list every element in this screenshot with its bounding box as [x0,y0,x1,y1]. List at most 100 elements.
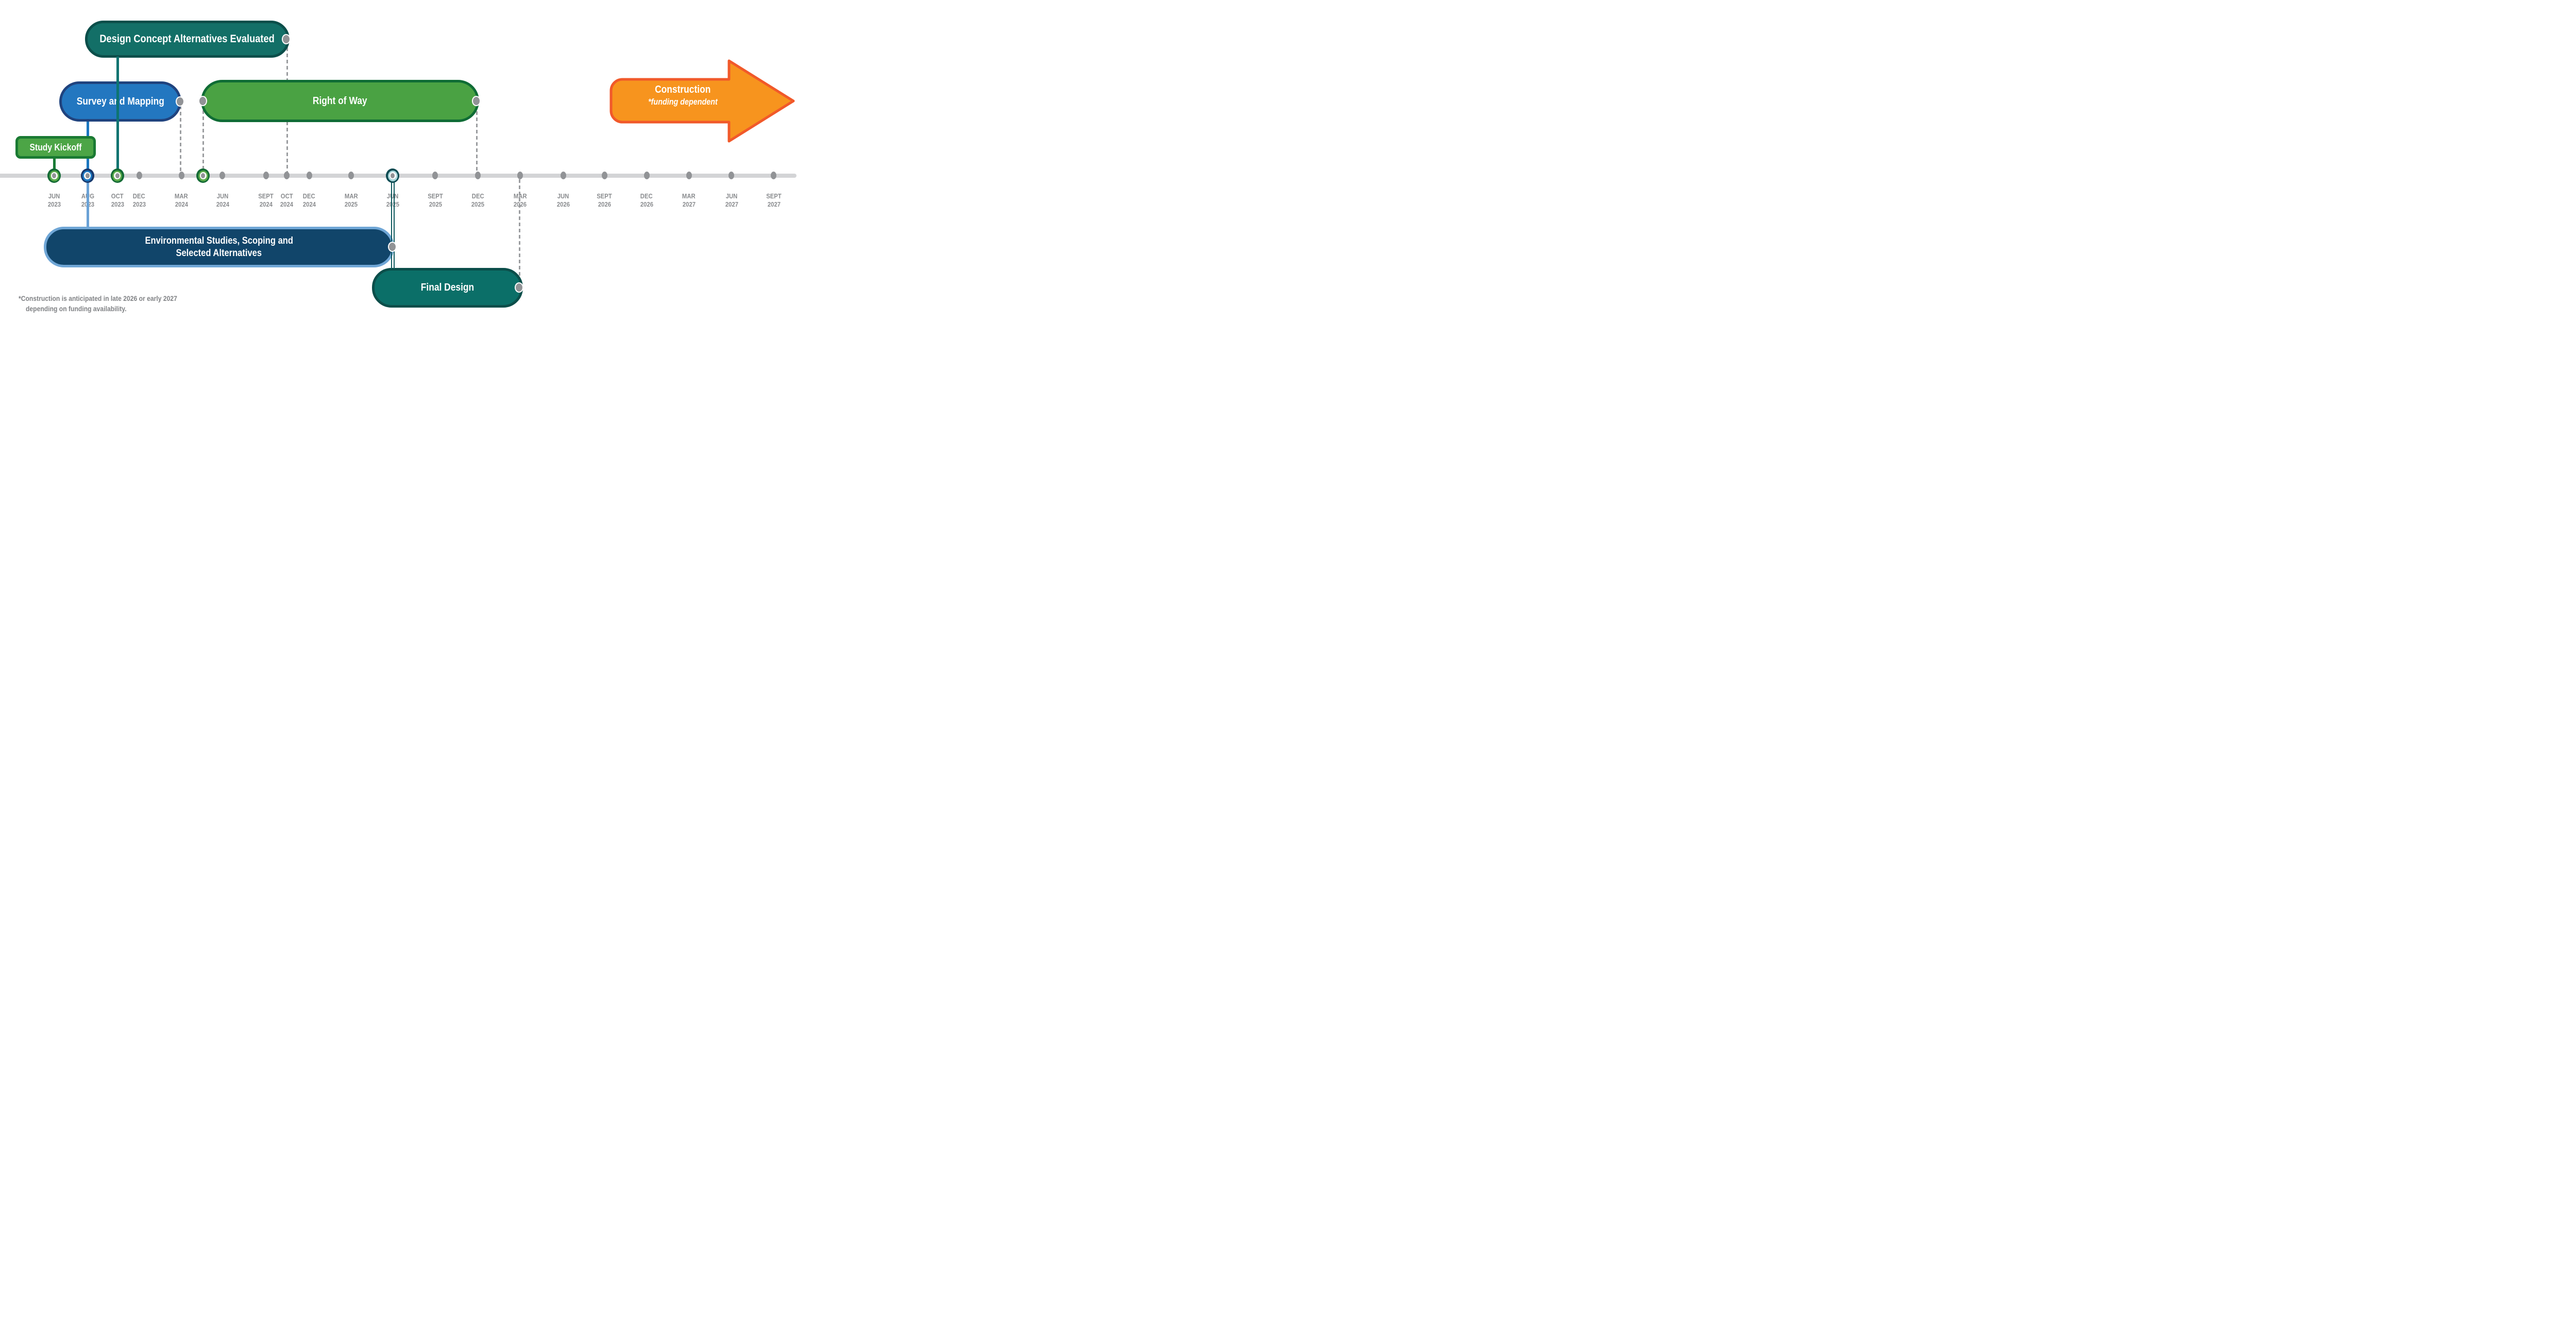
dashed-connector-right-of-way-start [202,104,204,174]
milestone-dot-design-concept-end [282,34,291,44]
construction-labels: Construction *funding dependent [616,84,750,107]
axis-marker-jun-2023 [47,168,61,183]
phase-final-design: Final Design [372,268,523,308]
axis-marker-mar-2025 [348,172,354,179]
tick-month: MAR [514,192,527,200]
axis-marker-jun-2025 [386,168,400,183]
connector-axis-to-environmental [86,176,89,228]
axis-marker-dec-2026 [643,172,650,179]
phase-label: Survey and Mapping [76,95,164,107]
tick-month: DEC [303,192,315,200]
phase-label: Final Design [420,282,474,293]
phase-design-concept-alternatives-evaluated: Design Concept Alternatives Evaluated [85,21,290,58]
phase-construction-arrow [609,59,795,143]
axis-marker-sept-2027 [771,172,777,179]
tick-year: 2024 [280,200,294,208]
milestone-dot-final-design-end [515,282,523,293]
dashed-connector-survey-end [180,106,181,174]
axis-marker-dec-2024 [306,172,312,179]
connector-axis-to-final-design [391,176,395,269]
phase-study-kickoff: Study Kickoff [15,136,96,159]
tick-month: DEC [133,192,145,200]
tick-year: 2024 [259,200,273,208]
tick-month: OCT [281,192,293,200]
construction-arrow-shape [609,59,795,143]
milestone-dot-survey-end [176,96,184,107]
tick-year: 2025 [471,200,485,208]
phase-label-line1: Environmental Studies, Scoping and [145,235,293,246]
axis-marker-oct-2023 [110,168,124,183]
footnote: *Construction is anticipated in late 202… [19,294,195,314]
tick-year: 2024 [175,200,188,208]
tick-year: 2025 [429,200,442,208]
tick-month: MAR [682,192,696,200]
tick-year: 2024 [302,200,316,208]
tick-year: 2026 [514,200,527,208]
axis-marker-oct-2024 [284,172,290,179]
tick-year: 2025 [345,200,358,208]
footnote-line-1: *Construction is anticipated in late 202… [19,295,177,302]
phase-right-of-way: Right of Way [201,80,479,122]
phase-label: Design Concept Alternatives Evaluated [99,33,275,45]
tick-month: SEPT [597,192,612,200]
axis-marker-jun-2024 [219,172,226,179]
phase-survey-and-mapping: Survey and Mapping [59,81,181,122]
tick-month: SEPT [766,192,782,200]
axis-marker-mar-2024 [178,172,184,179]
dashed-connector-final-design-end [519,179,520,285]
phase-label: Right of Way [313,95,367,107]
axis-marker-dec-2023 [136,172,142,179]
tick-year: 2023 [111,200,124,208]
tick-month: JUN [725,192,738,200]
axis-marker-aug-2023 [80,168,94,183]
tick-month: JUN [557,192,569,200]
axis-marker-dec-2025 [475,172,481,179]
axis-marker-sept-2024 [263,172,269,179]
tick-month: SEPT [258,192,274,200]
tick-year: 2027 [725,200,738,208]
milestone-dot-right-of-way-end [472,96,481,106]
tick-year: 2023 [47,200,61,208]
milestone-dot-environmental-end [388,242,397,252]
tick-month: JUN [216,192,229,200]
axis-marker-mar-2027 [686,172,692,179]
axis-marker-jun-2027 [728,172,735,179]
phase-sublabel: *funding dependent [648,97,718,107]
connector-kickoff-to-axis [53,155,56,176]
dashed-connector-right-of-way-end [476,105,478,174]
tick-year: 2027 [767,200,781,208]
phase-label: Construction [654,84,711,95]
footnote-line-2: depending on funding availability. [26,305,127,313]
tick-month: JUN [48,192,60,200]
axis-marker-sept-2026 [601,172,607,179]
tick-year: 2027 [682,200,696,208]
phase-label: Study Kickoff [29,142,82,153]
axis-marker-sept-2025 [432,172,438,179]
tick-year: 2023 [132,200,146,208]
tick-year: 2024 [216,200,229,208]
project-timeline-infographic: JUN2023AUG2023OCT2023DEC2023MAR2024JUN20… [0,0,808,327]
axis-marker-mar-2026 [517,172,523,179]
tick-month: OCT [111,192,124,200]
tick-month: DEC [640,192,653,200]
tick-year: 2026 [598,200,611,208]
tick-month: SEPT [428,192,443,200]
tick-year: 2026 [556,200,570,208]
phase-environmental-studies: Environmental Studies, Scoping and Selec… [44,227,394,267]
